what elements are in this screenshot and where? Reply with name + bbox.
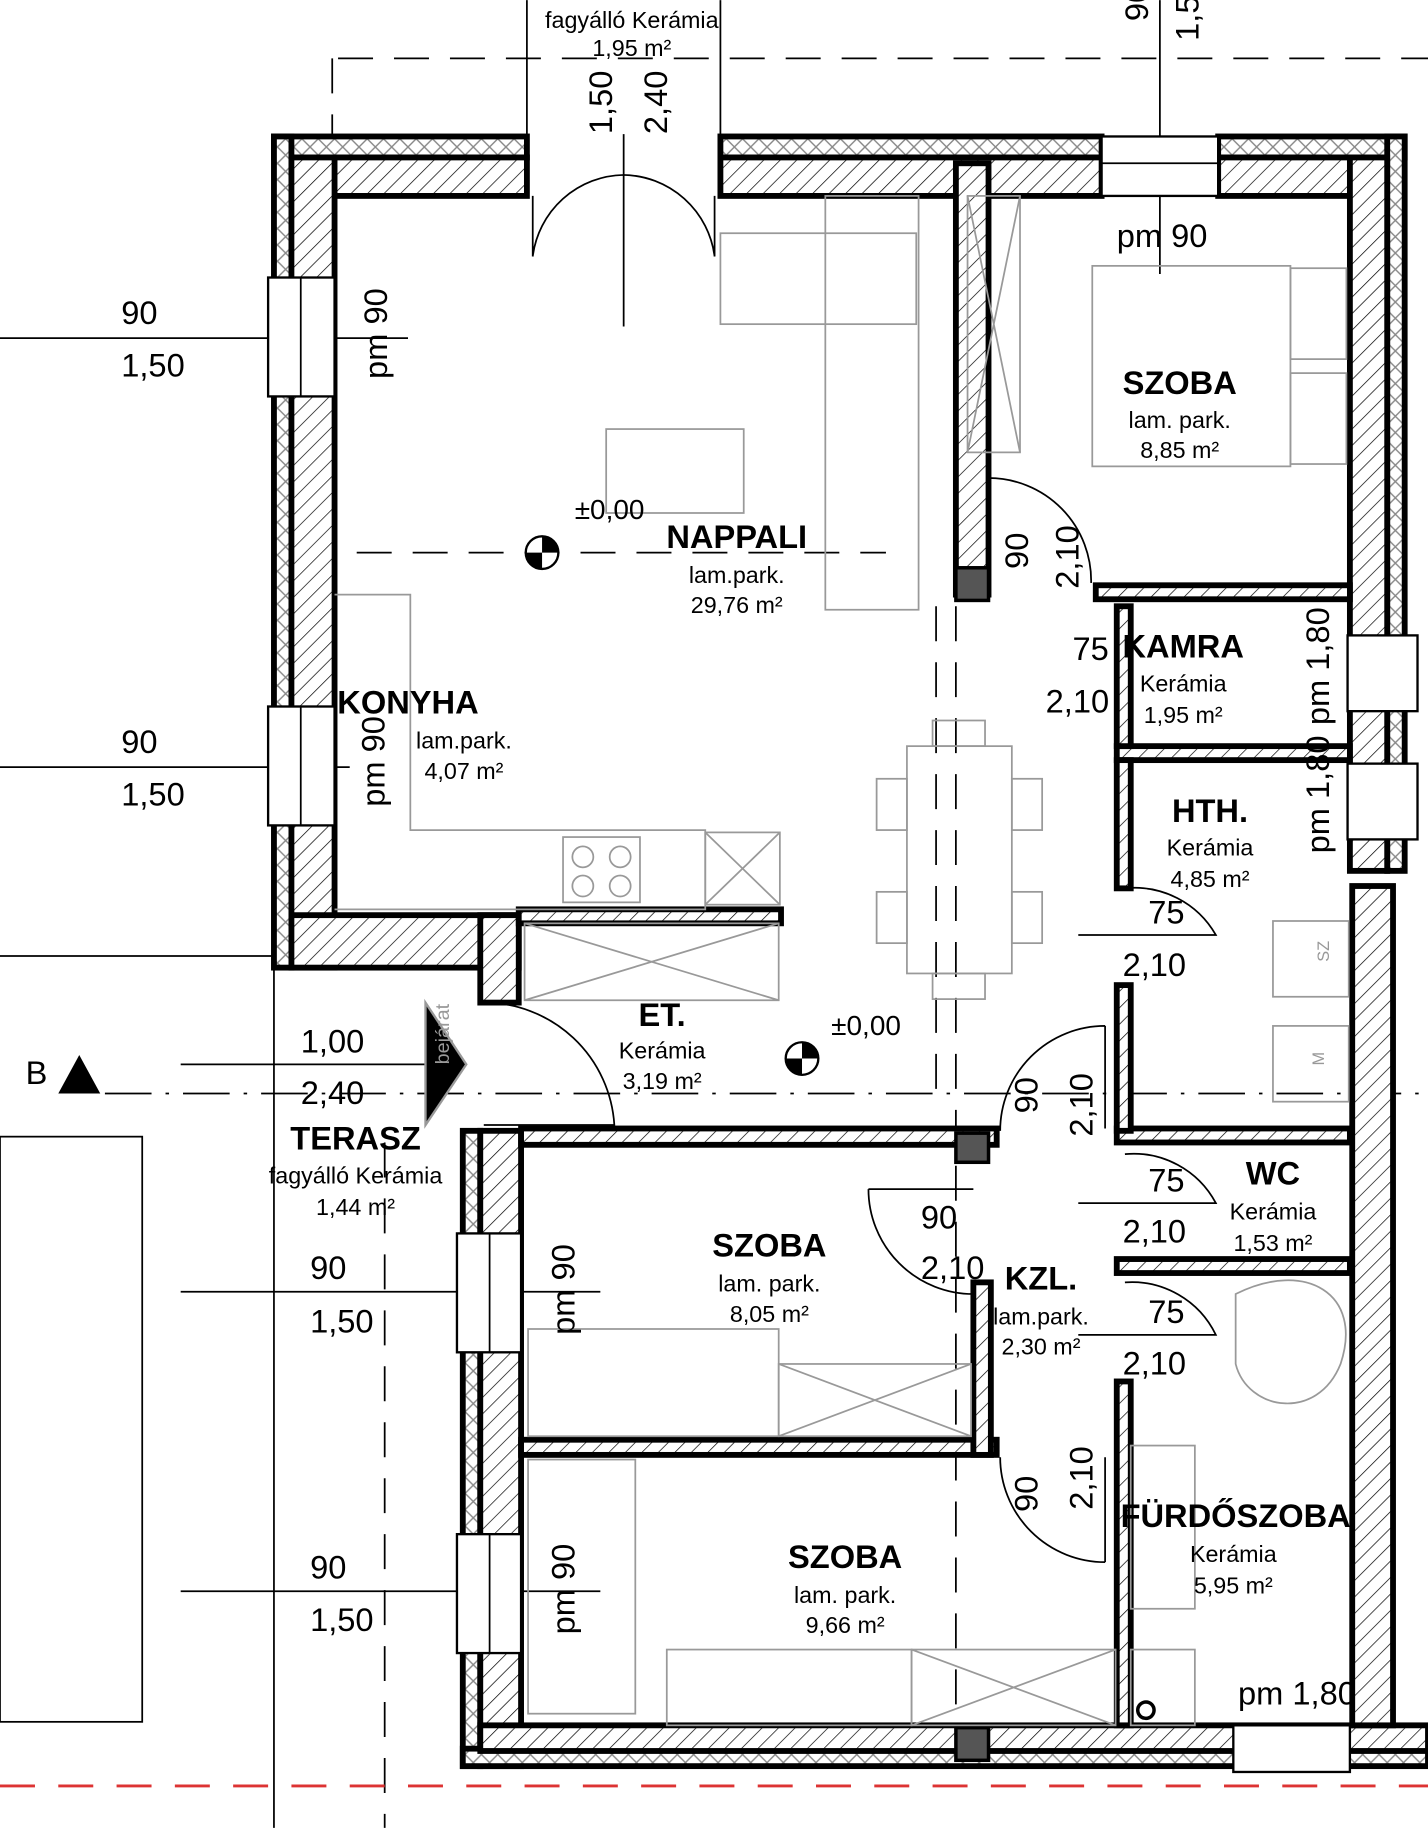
svg-text:90: 90 — [921, 1199, 957, 1236]
svg-text:1,50: 1,50 — [310, 1601, 374, 1638]
furniture: SZ M — [334, 195, 1350, 1727]
svg-text:2,10: 2,10 — [1062, 1446, 1099, 1510]
svg-text:pm 1,80: pm 1,80 — [1238, 1674, 1356, 1711]
entrance-label: bejárat — [432, 1003, 454, 1064]
svg-text:1,50: 1,50 — [582, 71, 619, 134]
szoba2-area: 8,05 m² — [730, 1301, 809, 1327]
svg-text:2,10: 2,10 — [1046, 682, 1110, 719]
wc-material: Kerámia — [1230, 1198, 1317, 1224]
konyha-area: 4,07 m² — [424, 758, 503, 784]
svg-text:90: 90 — [121, 723, 157, 760]
furdo-material: Kerámia — [1190, 1541, 1277, 1567]
svg-text:90: 90 — [310, 1249, 346, 1286]
svg-text:2,10: 2,10 — [1048, 525, 1085, 589]
svg-text:2,10: 2,10 — [921, 1249, 984, 1286]
section-label: B — [26, 1054, 48, 1091]
szoba2-material: lam. park. — [718, 1271, 820, 1297]
svg-text:90: 90 — [1007, 1077, 1044, 1113]
szoba2-name: SZOBA — [712, 1227, 826, 1264]
svg-text:1,50: 1,50 — [1168, 0, 1205, 41]
svg-text:90: 90 — [121, 294, 157, 331]
kzl-material: lam.park. — [993, 1303, 1089, 1329]
terasz-name: TERASZ — [290, 1119, 421, 1156]
svg-text:90: 90 — [1118, 0, 1155, 21]
svg-text:pm 90: pm 90 — [545, 1544, 582, 1635]
svg-text:2,10: 2,10 — [1123, 1344, 1187, 1381]
wc-name: WC — [1246, 1154, 1300, 1191]
section-marker: B — [26, 1054, 101, 1094]
svg-text:pm 90: pm 90 — [355, 716, 392, 807]
hth-area: 4,85 m² — [1171, 866, 1250, 892]
svg-text:90: 90 — [998, 533, 1035, 569]
nappali-name: NAPPALI — [666, 518, 807, 555]
szoba3-material: lam. park. — [794, 1582, 896, 1608]
svg-text:pm 1,80: pm 1,80 — [1299, 735, 1336, 853]
kamra-material: Kerámia — [1140, 670, 1227, 696]
room-labels: fagyálló Kerámia 1,95 m² NAPPALI lam.par… — [269, 7, 1351, 1638]
kamra-area: 1,95 m² — [1144, 702, 1223, 728]
svg-text:2,10: 2,10 — [1062, 1073, 1099, 1137]
szoba1-name: SZOBA — [1123, 364, 1237, 401]
top-area: 1,95 m² — [592, 35, 671, 61]
dimension-labels: 1,50 2,40 90 1,50 90 1,50 pm 90 90 1,50 … — [121, 0, 1356, 1711]
nappali-material: lam.park. — [689, 562, 785, 588]
windows[interactable] — [266, 135, 1419, 1774]
level-markers: ±0,00 ±0,00 — [524, 494, 901, 1077]
level-et: ±0,00 — [831, 1010, 901, 1041]
svg-text:75: 75 — [1148, 1293, 1184, 1330]
wc-area: 1,53 m² — [1233, 1230, 1312, 1256]
svg-text:pm 90: pm 90 — [1117, 217, 1208, 254]
hth-name: HTH. — [1172, 792, 1248, 829]
svg-text:pm 90: pm 90 — [357, 288, 394, 379]
et-material: Kerámia — [619, 1038, 706, 1064]
et-name: ET. — [639, 996, 686, 1033]
szoba1-area: 8,85 m² — [1140, 437, 1219, 463]
entrance-marker: bejárat — [424, 998, 468, 1129]
kzl-area: 2,30 m² — [1001, 1334, 1080, 1360]
svg-text:2,10: 2,10 — [1123, 1213, 1187, 1250]
svg-text:90: 90 — [310, 1548, 346, 1585]
svg-text:2,40: 2,40 — [301, 1074, 365, 1111]
nappali-area: 29,76 m² — [691, 592, 783, 618]
terasz-area: 1,44 m² — [316, 1194, 395, 1220]
furdo-area: 5,95 m² — [1194, 1573, 1273, 1599]
szoba3-name: SZOBA — [788, 1538, 902, 1575]
hth-material: Kerámia — [1167, 835, 1254, 861]
svg-text:pm 90: pm 90 — [545, 1244, 582, 1335]
svg-text:2,10: 2,10 — [1123, 946, 1187, 983]
kzl-name: KZL. — [1005, 1259, 1077, 1296]
szoba3-area: 9,66 m² — [806, 1612, 885, 1638]
kamra-name: KAMRA — [1122, 628, 1243, 665]
szoba1-material: lam. park. — [1129, 407, 1231, 433]
furdo-name: FÜRDŐSZOBA — [1121, 1497, 1351, 1534]
konyha-material: lam.park. — [416, 727, 512, 753]
doors[interactable] — [483, 174, 1218, 1564]
svg-text:1,50: 1,50 — [310, 1302, 374, 1339]
level-nappali: ±0,00 — [575, 494, 645, 525]
svg-text:pm 1,80: pm 1,80 — [1299, 607, 1336, 725]
konyha-name: KONYHA — [337, 683, 478, 720]
svg-text:75: 75 — [1148, 1161, 1184, 1198]
svg-text:2,40: 2,40 — [637, 71, 674, 134]
svg-text:1,50: 1,50 — [121, 776, 185, 813]
svg-text:75: 75 — [1072, 630, 1108, 667]
terasz-material: fagyálló Kerámia — [269, 1162, 443, 1188]
top-material: fagyálló Kerámia — [545, 7, 719, 33]
svg-text:1,50: 1,50 — [121, 347, 185, 384]
svg-text:1,00: 1,00 — [301, 1023, 365, 1060]
svg-text:90: 90 — [1007, 1476, 1044, 1512]
appliance-label-m: M — [1310, 1052, 1328, 1066]
svg-text:75: 75 — [1148, 893, 1184, 930]
et-area: 3,19 m² — [623, 1068, 702, 1094]
appliance-label-sz: SZ — [1315, 941, 1333, 962]
